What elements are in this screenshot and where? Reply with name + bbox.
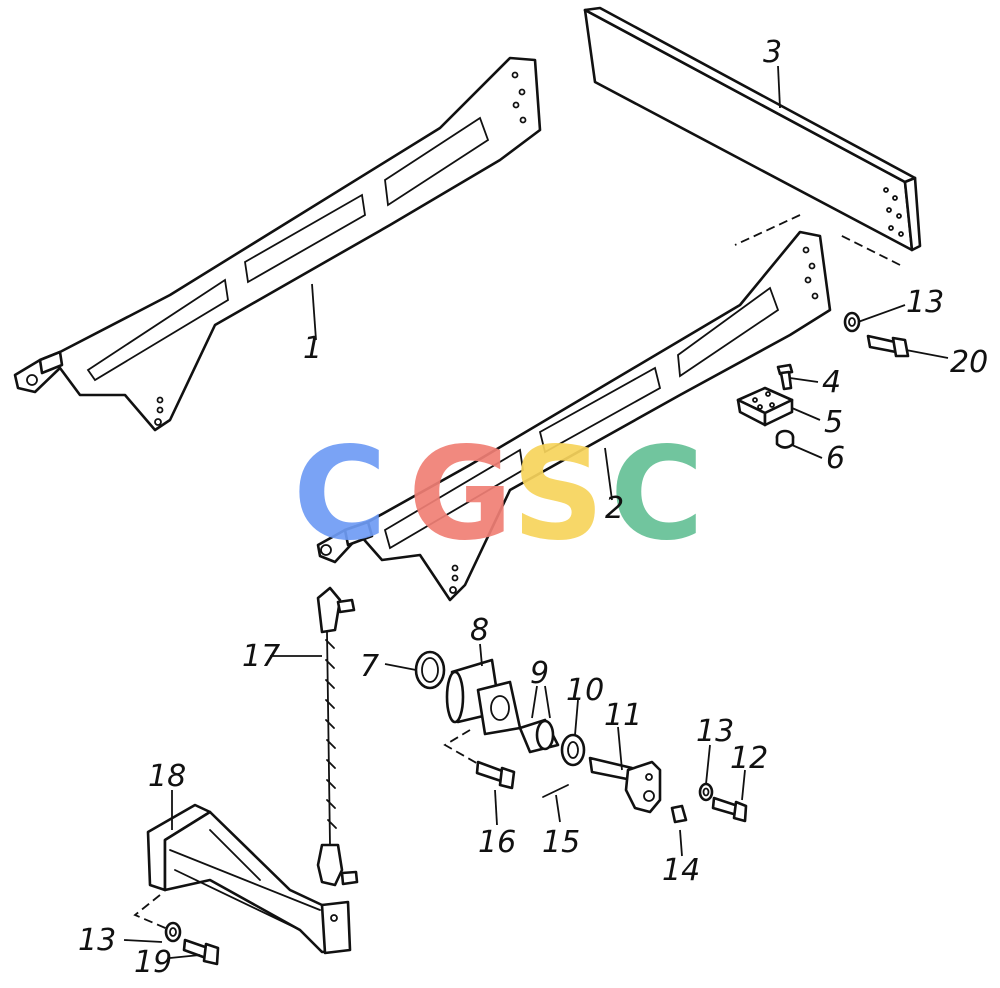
callout-18: 18 bbox=[148, 759, 186, 794]
leader-lines bbox=[123, 65, 949, 959]
callout-labels: 1 2 3 4 5 6 7 8 9 10 11 12 13 13 14 15 1… bbox=[78, 35, 988, 980]
callout-4: 4 bbox=[822, 365, 841, 400]
callout-2: 2 bbox=[605, 491, 624, 526]
watermark-letter: G bbox=[408, 420, 513, 569]
callout-13-bottom: 13 bbox=[78, 923, 116, 958]
part-18-bracket bbox=[133, 803, 352, 955]
part-17-cable bbox=[316, 586, 359, 887]
watermark-letter: S bbox=[512, 420, 604, 569]
callout-17: 17 bbox=[242, 639, 280, 674]
part-19-bolt bbox=[182, 938, 220, 966]
callout-9: 9 bbox=[530, 656, 549, 691]
watermark: C G S C bbox=[293, 420, 704, 569]
part-5-block bbox=[736, 386, 794, 427]
callout-14: 14 bbox=[662, 853, 700, 888]
part-9-bushing bbox=[518, 718, 560, 754]
part-14-grease-nipple bbox=[670, 804, 688, 824]
part-3-plank bbox=[583, 6, 922, 266]
part-12-bolt bbox=[711, 796, 748, 823]
callout-5: 5 bbox=[824, 405, 843, 440]
part-8-bearing-housing bbox=[443, 658, 522, 766]
part-15-cotter-pin bbox=[542, 784, 569, 798]
callout-15: 15 bbox=[542, 825, 580, 860]
part-4-screw bbox=[776, 363, 794, 391]
callout-8: 8 bbox=[470, 613, 489, 648]
callout-19: 19 bbox=[134, 945, 172, 980]
callout-13-right: 13 bbox=[696, 714, 734, 749]
part-10-washer bbox=[560, 733, 586, 767]
watermark-letter: C bbox=[293, 420, 387, 569]
part-11-pin bbox=[588, 756, 662, 814]
callout-10: 10 bbox=[566, 673, 604, 708]
callout-1: 1 bbox=[303, 331, 322, 366]
callout-13-top: 13 bbox=[906, 285, 944, 320]
callout-3: 3 bbox=[763, 35, 782, 70]
part-13-washer-right bbox=[698, 782, 714, 802]
callout-6: 6 bbox=[826, 441, 845, 476]
part-7-ring bbox=[414, 650, 446, 690]
part-13-washer-bottom bbox=[164, 921, 182, 943]
part-1-side-frame bbox=[13, 56, 542, 432]
part-20-bolt bbox=[866, 334, 910, 358]
part-2-side-frame bbox=[316, 230, 832, 602]
callout-12: 12 bbox=[730, 741, 768, 776]
callout-20: 20 bbox=[950, 345, 988, 380]
part-16-bolt bbox=[475, 760, 516, 790]
callout-16: 16 bbox=[478, 825, 516, 860]
callout-7: 7 bbox=[360, 649, 379, 684]
callout-11: 11 bbox=[604, 698, 642, 733]
watermark-letter: C bbox=[610, 420, 704, 569]
part-13-washer-top bbox=[843, 311, 861, 333]
part-6-nut bbox=[775, 429, 795, 449]
